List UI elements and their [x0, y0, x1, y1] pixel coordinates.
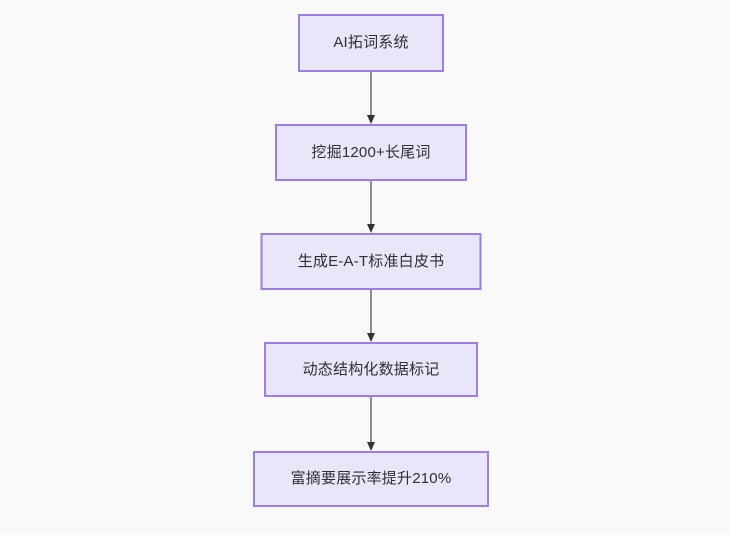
flow-node-label: AI拓词系统: [333, 34, 409, 51]
flow-node-rich-snippet-uplift[interactable]: 富摘要展示率提升210%: [253, 451, 489, 507]
flow-node-mine-longtail-keywords[interactable]: 挖掘1200+长尾词: [275, 124, 467, 181]
flow-node-label: 生成E-A-T标准白皮书: [297, 252, 445, 270]
flow-node-label: 富摘要展示率提升210%: [290, 470, 452, 487]
flow-node-label: 动态结构化数据标记: [302, 360, 440, 378]
flow-node-dynamic-structured-data-markup[interactable]: 动态结构化数据标记: [264, 342, 478, 397]
flow-node-ai-keyword-system[interactable]: AI拓词系统: [298, 14, 444, 72]
flow-node-generate-eat-whitepaper[interactable]: 生成E-A-T标准白皮书: [260, 233, 482, 290]
flow-node-label: 挖掘1200+长尾词: [311, 143, 431, 161]
